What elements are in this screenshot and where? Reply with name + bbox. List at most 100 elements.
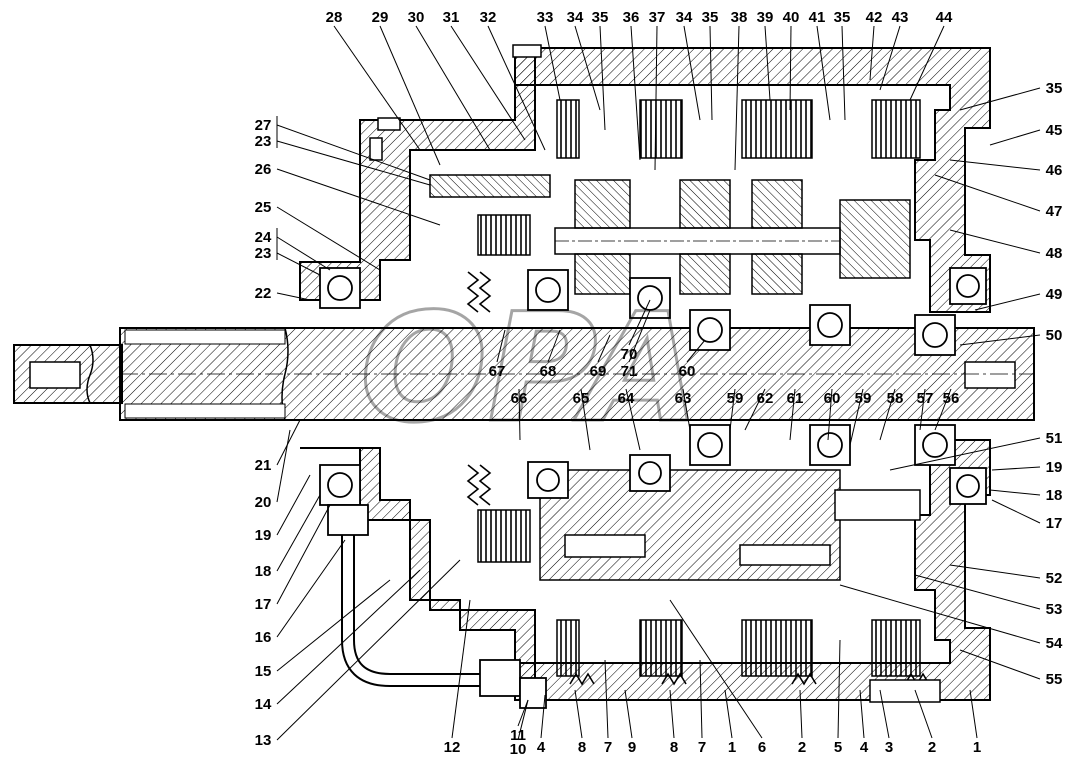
- callout-top-35: 35: [702, 9, 719, 26]
- callout-inner-68: 68: [540, 363, 557, 380]
- leader-line: [682, 388, 691, 431]
- callout-right-19: 19: [1046, 459, 1063, 476]
- callout-top-42: 42: [866, 9, 883, 26]
- callout-inner-70: 70: [621, 346, 638, 363]
- bearings: [319, 267, 987, 506]
- callout-top-35: 35: [592, 9, 609, 26]
- leader-line: [517, 699, 529, 727]
- leader-line: [789, 25, 792, 111]
- watermark-logo: OPA: [359, 281, 702, 458]
- leader-line: [496, 329, 506, 363]
- callout-right-48: 48: [1046, 245, 1063, 262]
- leader-line: [276, 539, 346, 638]
- leader-line: [574, 689, 583, 739]
- callout-inner-59: 59: [855, 390, 872, 407]
- callout-left-23: 23: [255, 133, 272, 150]
- leader-line: [709, 25, 713, 121]
- leader-line: [276, 559, 461, 741]
- leader-line: [517, 699, 529, 741]
- callout-bottom-9: 9: [628, 739, 636, 756]
- leader-line: [628, 309, 651, 363]
- callout-inner-66: 66: [511, 390, 528, 407]
- callout-top-34: 34: [567, 9, 584, 26]
- callout-top-43: 43: [892, 9, 909, 26]
- callout-left-16: 16: [255, 629, 272, 646]
- countershaft: [429, 174, 921, 581]
- leader-line: [276, 124, 431, 181]
- callout-inner-62: 62: [757, 390, 774, 407]
- callout-bottom-12: 12: [444, 739, 461, 756]
- leader-line: [816, 25, 831, 121]
- leader-line: [879, 25, 901, 91]
- callout-right-17: 17: [1046, 515, 1063, 532]
- leader-line: [949, 229, 1041, 254]
- callout-inner-60: 60: [679, 363, 696, 380]
- leader-line: [276, 504, 331, 605]
- springs: [466, 271, 930, 686]
- callout-inner-59: 59: [727, 390, 744, 407]
- callout-left-20: 20: [255, 494, 272, 511]
- leader-line: [959, 87, 1041, 111]
- callout-bottom-4: 4: [537, 739, 546, 756]
- callout-left-25: 25: [255, 199, 272, 216]
- leader-line: [276, 494, 321, 572]
- leader-lines: [276, 25, 1041, 741]
- leader-line: [991, 466, 1041, 471]
- leader-line: [654, 25, 658, 171]
- callout-top-38: 38: [731, 9, 748, 26]
- callout-top-29: 29: [372, 9, 389, 26]
- leader-line: [540, 694, 546, 739]
- callout-right-47: 47: [1046, 203, 1063, 220]
- leader-line: [959, 334, 1041, 346]
- callout-left-19: 19: [255, 527, 272, 544]
- callout-top-37: 37: [649, 9, 666, 26]
- callout-bottom-11: 11: [510, 727, 526, 744]
- leader-line: [879, 388, 896, 441]
- leader-line: [764, 25, 771, 101]
- leader-line: [276, 140, 431, 186]
- callout-top-40: 40: [783, 9, 800, 26]
- callout-bottom-8: 8: [670, 739, 678, 756]
- callout-bottom-1: 1: [973, 739, 981, 756]
- callout-top-36: 36: [623, 9, 640, 26]
- hydraulic-line: [327, 504, 941, 709]
- leader-line: [724, 689, 733, 739]
- callout-top-34: 34: [676, 9, 693, 26]
- leader-line: [276, 252, 321, 276]
- leader-line: [989, 489, 1041, 496]
- callout-right-35: 35: [1046, 80, 1063, 97]
- leader-line: [544, 25, 561, 101]
- callout-top-35: 35: [834, 9, 851, 26]
- leader-line: [547, 329, 561, 363]
- callout-inner-71: 71: [621, 363, 638, 380]
- callout-left-13: 13: [255, 732, 272, 749]
- svg-text:OPA: OPA: [360, 282, 700, 456]
- callout-bottom-7: 7: [604, 739, 612, 756]
- leader-line: [333, 25, 421, 151]
- callout-top-28: 28: [326, 9, 343, 26]
- leader-line: [827, 388, 833, 441]
- leader-line: [859, 689, 865, 739]
- callout-right-53: 53: [1046, 601, 1063, 618]
- callout-top-44: 44: [936, 9, 953, 26]
- leader-line: [889, 437, 1041, 471]
- leader-line: [974, 293, 1041, 311]
- callout-bottom-7: 7: [698, 739, 706, 756]
- main-shaft: [13, 327, 1035, 421]
- callout-top-30: 30: [408, 9, 425, 26]
- leader-line: [841, 25, 846, 121]
- leader-line: [276, 236, 331, 271]
- leader-line: [934, 388, 952, 431]
- leader-line: [599, 25, 606, 131]
- callout-bottom-8: 8: [578, 739, 586, 756]
- callout-inner-56: 56: [943, 390, 960, 407]
- clutch-packs-top: [477, 99, 921, 256]
- leader-line: [625, 388, 641, 451]
- callout-top-32: 32: [480, 9, 497, 26]
- callout-left-23: 23: [255, 245, 272, 262]
- callout-top-39: 39: [757, 9, 774, 26]
- leader-line: [276, 429, 291, 503]
- leader-line: [914, 574, 1041, 610]
